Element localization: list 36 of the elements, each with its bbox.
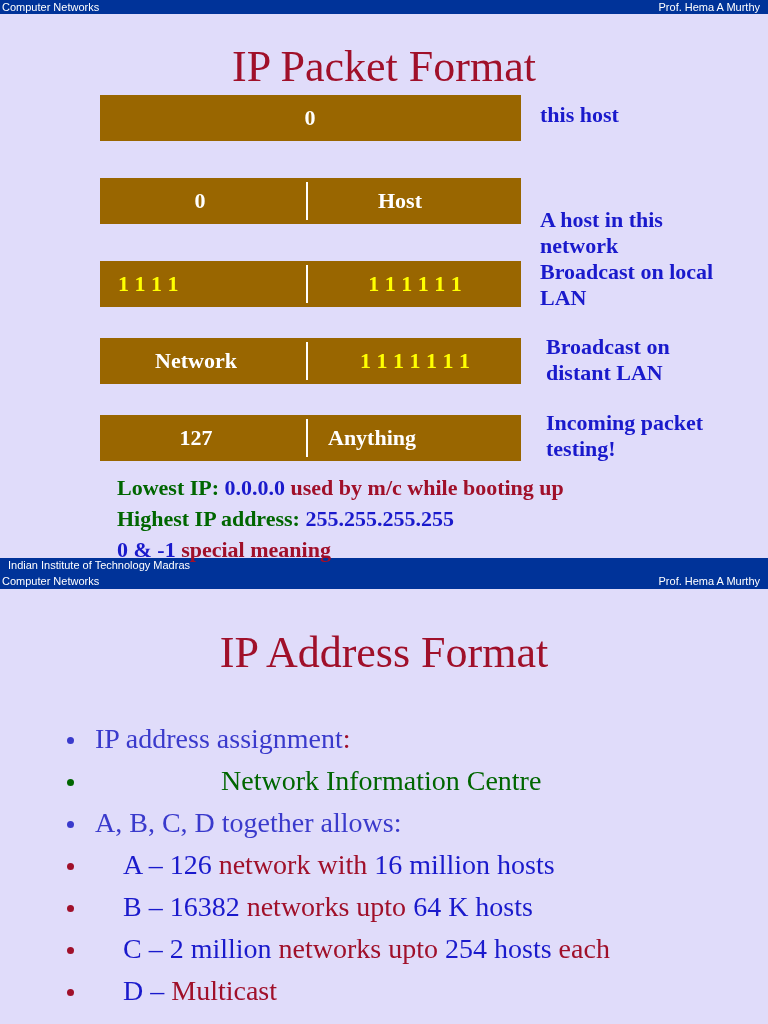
header-text: Computer Networks: [2, 575, 100, 588]
field-value: 1 1 1 1: [118, 270, 179, 298]
bullet-text: A, B, C, D together allows:: [95, 806, 402, 840]
bullet-text: A – 126 network with 16 million hosts: [123, 848, 555, 882]
field-value: 0: [303, 104, 317, 132]
header-text: Prof. Hema A Murthy: [658, 1, 760, 14]
bullet-text: C – 2 million networks upto 254 hosts each: [123, 932, 610, 966]
slide-title: IP Packet Format: [231, 42, 537, 92]
note-text: Highest IP address: 255.255.255.255: [117, 505, 454, 533]
field-description: this host: [540, 102, 620, 128]
address-field-bar: [100, 261, 521, 307]
field-value: Network: [154, 347, 238, 375]
bullet-text: Network Information Centre: [221, 764, 542, 798]
slide-title: IP Address Format: [218, 628, 550, 678]
bullet-text: IP address assignment:: [95, 722, 351, 756]
bullet-text: D – Multicast: [123, 974, 277, 1008]
bullet-text: B – 16382 networks upto 64 K hosts: [123, 890, 533, 924]
address-field-bar: [100, 95, 521, 141]
field-value: Host: [377, 187, 423, 215]
field-description: Incoming packet testing!: [546, 410, 705, 462]
address-field-bar: [100, 178, 521, 224]
header-text: Computer Networks: [2, 1, 100, 14]
field-value: 0: [193, 187, 207, 215]
field-value: 1 1 1 1 1 1 1: [359, 347, 471, 375]
header-text: Prof. Hema A Murthy: [658, 575, 760, 588]
field-value: Anything: [328, 424, 417, 452]
header-text: Indian Institute of Technology Madras: [8, 559, 191, 572]
field-value: 127: [178, 424, 214, 452]
field-description: Broadcast on local LAN: [540, 259, 715, 311]
address-field-bar: [100, 338, 521, 384]
address-field-bar: [100, 415, 521, 461]
field-description: Broadcast on distant LAN: [546, 334, 671, 386]
note-text: 0 & -1 special meaning: [117, 536, 331, 562]
field-description: A host in this network: [540, 207, 664, 259]
field-value: 1 1 1 1 1 1: [367, 270, 463, 298]
note-text: Lowest IP: 0.0.0.0 used by m/c while booting up: [117, 474, 564, 502]
